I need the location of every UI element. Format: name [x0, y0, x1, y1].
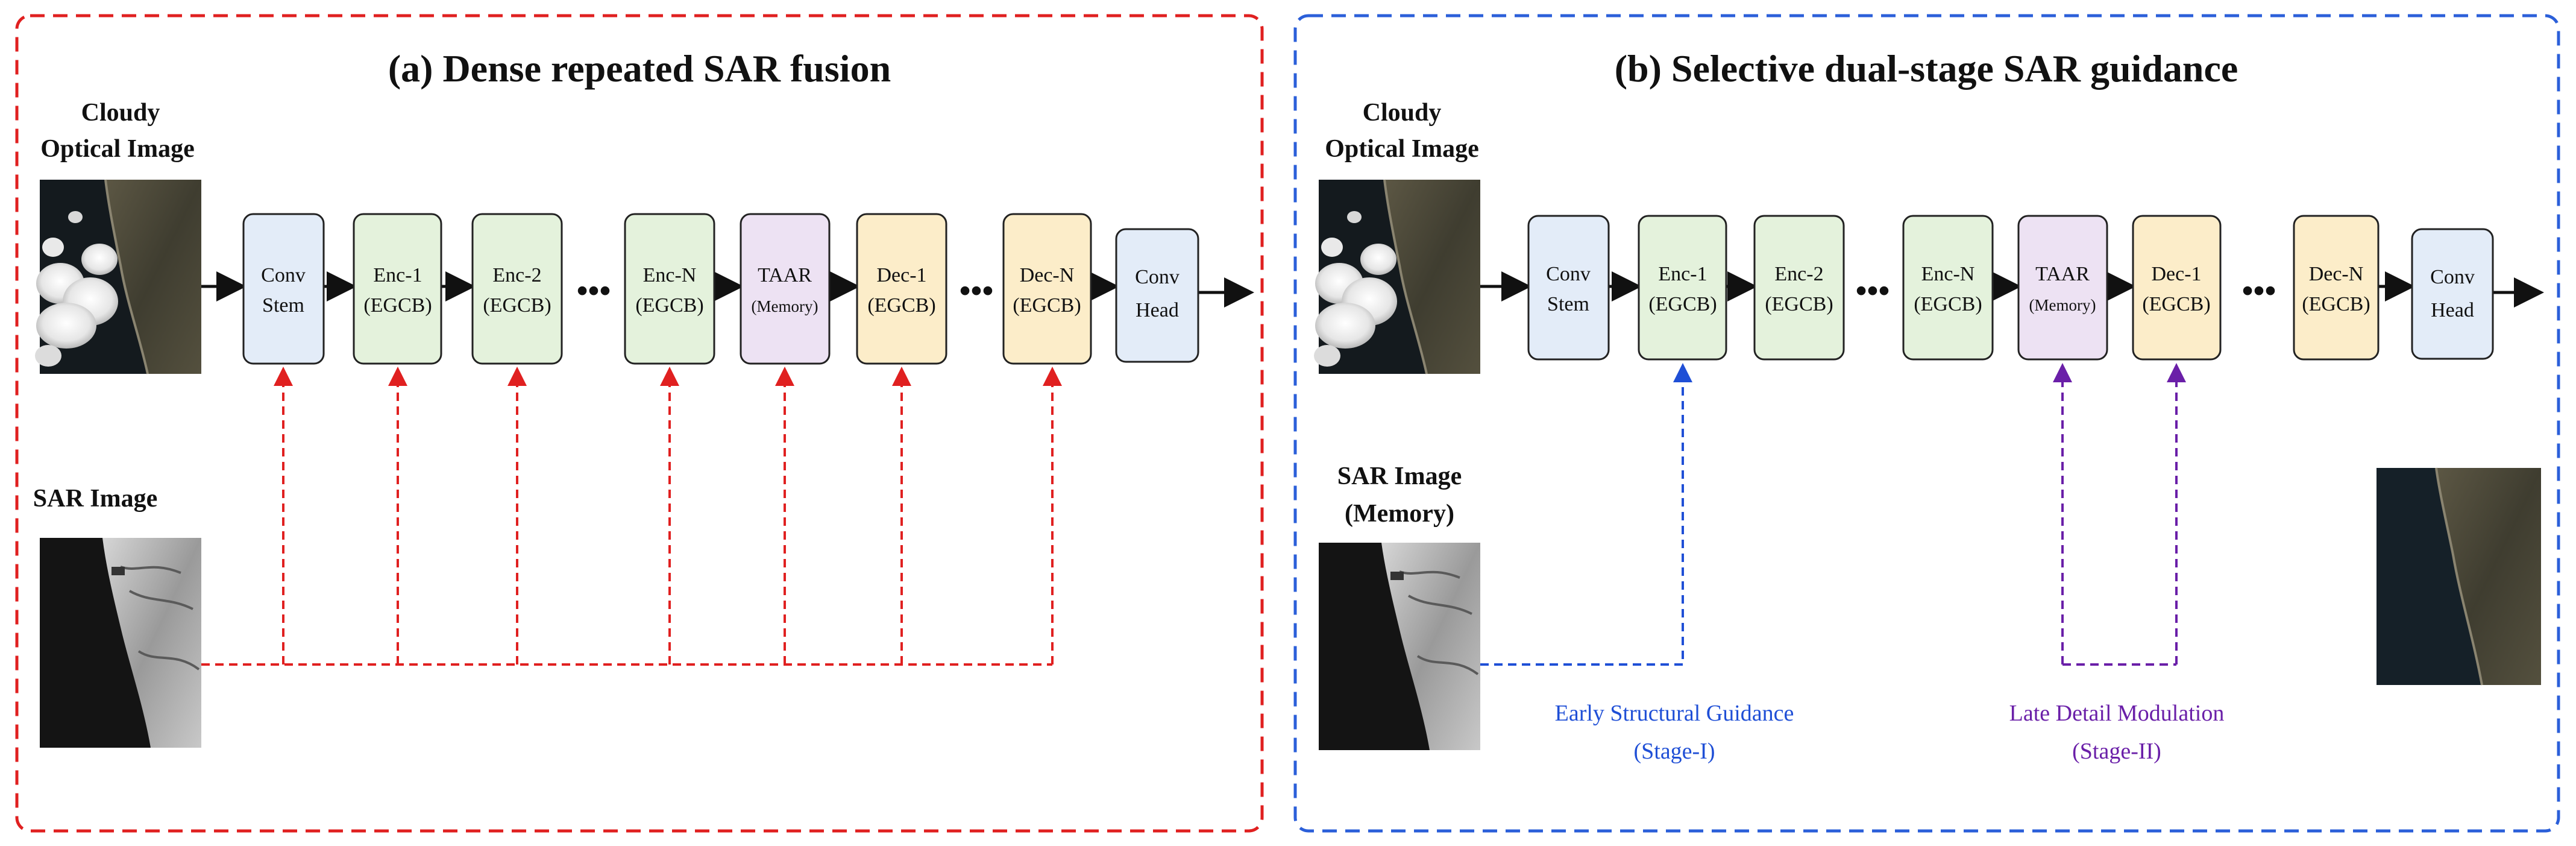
panel-b-dots-1: ••• — [1856, 273, 1890, 309]
panel-b-blocks-0-l1-label: Conv — [1546, 263, 1591, 285]
panel-b-stage2-label-1: Late Detail Modulation — [2009, 701, 2225, 726]
panel-a-title: (a) Dense repeated SAR fusion — [388, 47, 891, 90]
panel-b-block-dec-1: Dec-1 (EGCB) — [2132, 215, 2222, 361]
panel-a-block-conv-head: Conv Head — [1115, 228, 1199, 363]
panel-b-blocks-5-l2-label: (EGCB) — [2142, 293, 2210, 315]
panel-b-blocks-1-l2-label: (EGCB) — [1648, 293, 1717, 315]
panel-a-blocks-1-l2-label: (EGCB) — [363, 294, 432, 317]
panel-b-blocks-2-l2-label: (EGCB) — [1765, 293, 1833, 315]
panel-b-blocks-6-l2-label: (EGCB) — [2302, 293, 2370, 315]
panel-a-sar-label: SAR Image — [33, 485, 158, 513]
panel-a-blocks-2-l1-label: Enc-2 — [492, 264, 541, 286]
panel-a-blocks-0-l2-label: Stem — [262, 294, 304, 317]
panel-a-blocks-3-l1-label: Enc-N — [643, 264, 697, 286]
panel-a-cloudy-label-2: Optical Image — [40, 135, 194, 163]
panel-a-border — [15, 14, 1264, 833]
panel-b-blocks-5-l1-label: Dec-1 — [2151, 263, 2201, 285]
panel-b-blocks-4-l1-label: TAAR — [2035, 263, 2090, 285]
panel-a-blocks-7-l2-label: Head — [1136, 299, 1179, 321]
panel-a-blocks-5-l1-label: Dec-1 — [876, 264, 926, 286]
panel-b-output-image — [2377, 467, 2541, 686]
panel-a-sar-fusion-lines — [201, 367, 1062, 666]
panel-b-blocks-1-l1-label: Enc-1 — [1658, 263, 1707, 285]
panel-a-blocks-1-l1-label: Enc-1 — [373, 264, 422, 286]
panel-b-blocks-7-l2-label: Head — [2431, 299, 2474, 321]
panel-a-dots-2: ••• — [960, 273, 994, 309]
panel-b-blocks-4-l2-label: (Memory) — [2029, 296, 2096, 314]
panel-a-cloudy-label-1: Cloudy — [81, 99, 160, 127]
panel-a: (a) Dense repeated SAR fusion Cloudy Opt… — [15, 14, 1264, 833]
panel-a-block-enc-2: Enc-2 (EGCB) — [471, 213, 563, 365]
panel-b-block-conv-head: Conv Head — [2411, 228, 2494, 360]
panel-a-block-dec-1: Dec-1 (EGCB) — [856, 213, 947, 365]
panel-a-blocks-6-l1-label: Dec-N — [1020, 264, 1075, 286]
panel-a-blocks-4-l2-label: (Memory) — [752, 297, 818, 315]
panel-b-cloudy-optical-image — [1314, 179, 1480, 374]
panel-b-title: (b) Selective dual-stage SAR guidance — [1615, 47, 2238, 90]
panel-a-blocks-2-l2-label: (EGCB) — [483, 294, 551, 317]
panel-a-cloudy-optical-image — [35, 179, 201, 374]
panel-b-block-enc-1: Enc-1 (EGCB) — [1638, 215, 1727, 361]
panel-b-block-enc-n: Enc-N (EGCB) — [1902, 215, 1994, 361]
panel-a-blocks-0-l1-label: Conv — [261, 264, 306, 286]
panel-b-sar-image — [1319, 543, 1480, 750]
panel-b-stage1-guidance-line — [1480, 363, 1692, 666]
panel-b-block-taar: TAAR (Memory) — [2017, 215, 2108, 361]
panel-a-dots-1: ••• — [577, 273, 611, 309]
panel-b-border — [1293, 14, 2560, 833]
panel-b-cloudy-label-2: Optical Image — [1325, 135, 1478, 163]
panel-a-blocks-6-l2-label: (EGCB) — [1013, 294, 1081, 317]
panel-a-block-enc-n: Enc-N (EGCB) — [624, 213, 715, 365]
panel-b-blocks-3-l1-label: Enc-N — [1921, 263, 1975, 285]
panel-b-stage1-label-2: (Stage-I) — [1633, 739, 1715, 764]
panel-b: (b) Selective dual-stage SAR guidance Cl… — [1293, 14, 2560, 833]
panel-a-blocks-5-l2-label: (EGCB) — [867, 294, 935, 317]
panel-b-stage1-label-1: Early Structural Guidance — [1555, 701, 1794, 726]
panel-a-blocks-3-l2-label: (EGCB) — [635, 294, 703, 317]
panel-a-blocks-4-l1-label: TAAR — [758, 264, 812, 286]
panel-a-block-taar: TAAR (Memory) — [740, 213, 831, 365]
panel-b-stage2-label-2: (Stage-II) — [2072, 739, 2161, 764]
panel-b-blocks-7-l1-label: Conv — [2430, 266, 2475, 288]
panel-b-blocks-2-l1-label: Enc-2 — [1774, 263, 1823, 285]
panel-a-block-dec-n: Dec-N (EGCB) — [1002, 213, 1092, 365]
panel-b-stage2-modulation-line — [2053, 363, 2186, 666]
panel-b-blocks-6-l1-label: Dec-N — [2309, 263, 2364, 285]
panel-a-block-conv-stem: Conv Stem — [242, 213, 325, 365]
panel-b-sar-label-1: SAR Image — [1337, 462, 1462, 490]
panel-b-blocks-0-l2-label: Stem — [1547, 293, 1589, 315]
panel-b-block-conv-stem: Conv Stem — [1527, 215, 1610, 361]
panel-b-sar-label-2: (Memory) — [1345, 500, 1454, 528]
panel-b-blocks-3-l2-label: (EGCB) — [1914, 293, 1982, 315]
panel-a-sar-image — [40, 538, 201, 748]
panel-a-block-enc-1: Enc-1 (EGCB) — [353, 213, 442, 365]
panel-b-cloudy-label-1: Cloudy — [1363, 99, 1442, 127]
panel-a-blocks-7-l1-label: Conv — [1135, 266, 1180, 288]
panel-b-block-dec-n: Dec-N (EGCB) — [2293, 215, 2380, 361]
panel-b-dots-2: ••• — [2242, 273, 2276, 309]
panel-b-block-enc-2: Enc-2 (EGCB) — [1753, 215, 1845, 361]
